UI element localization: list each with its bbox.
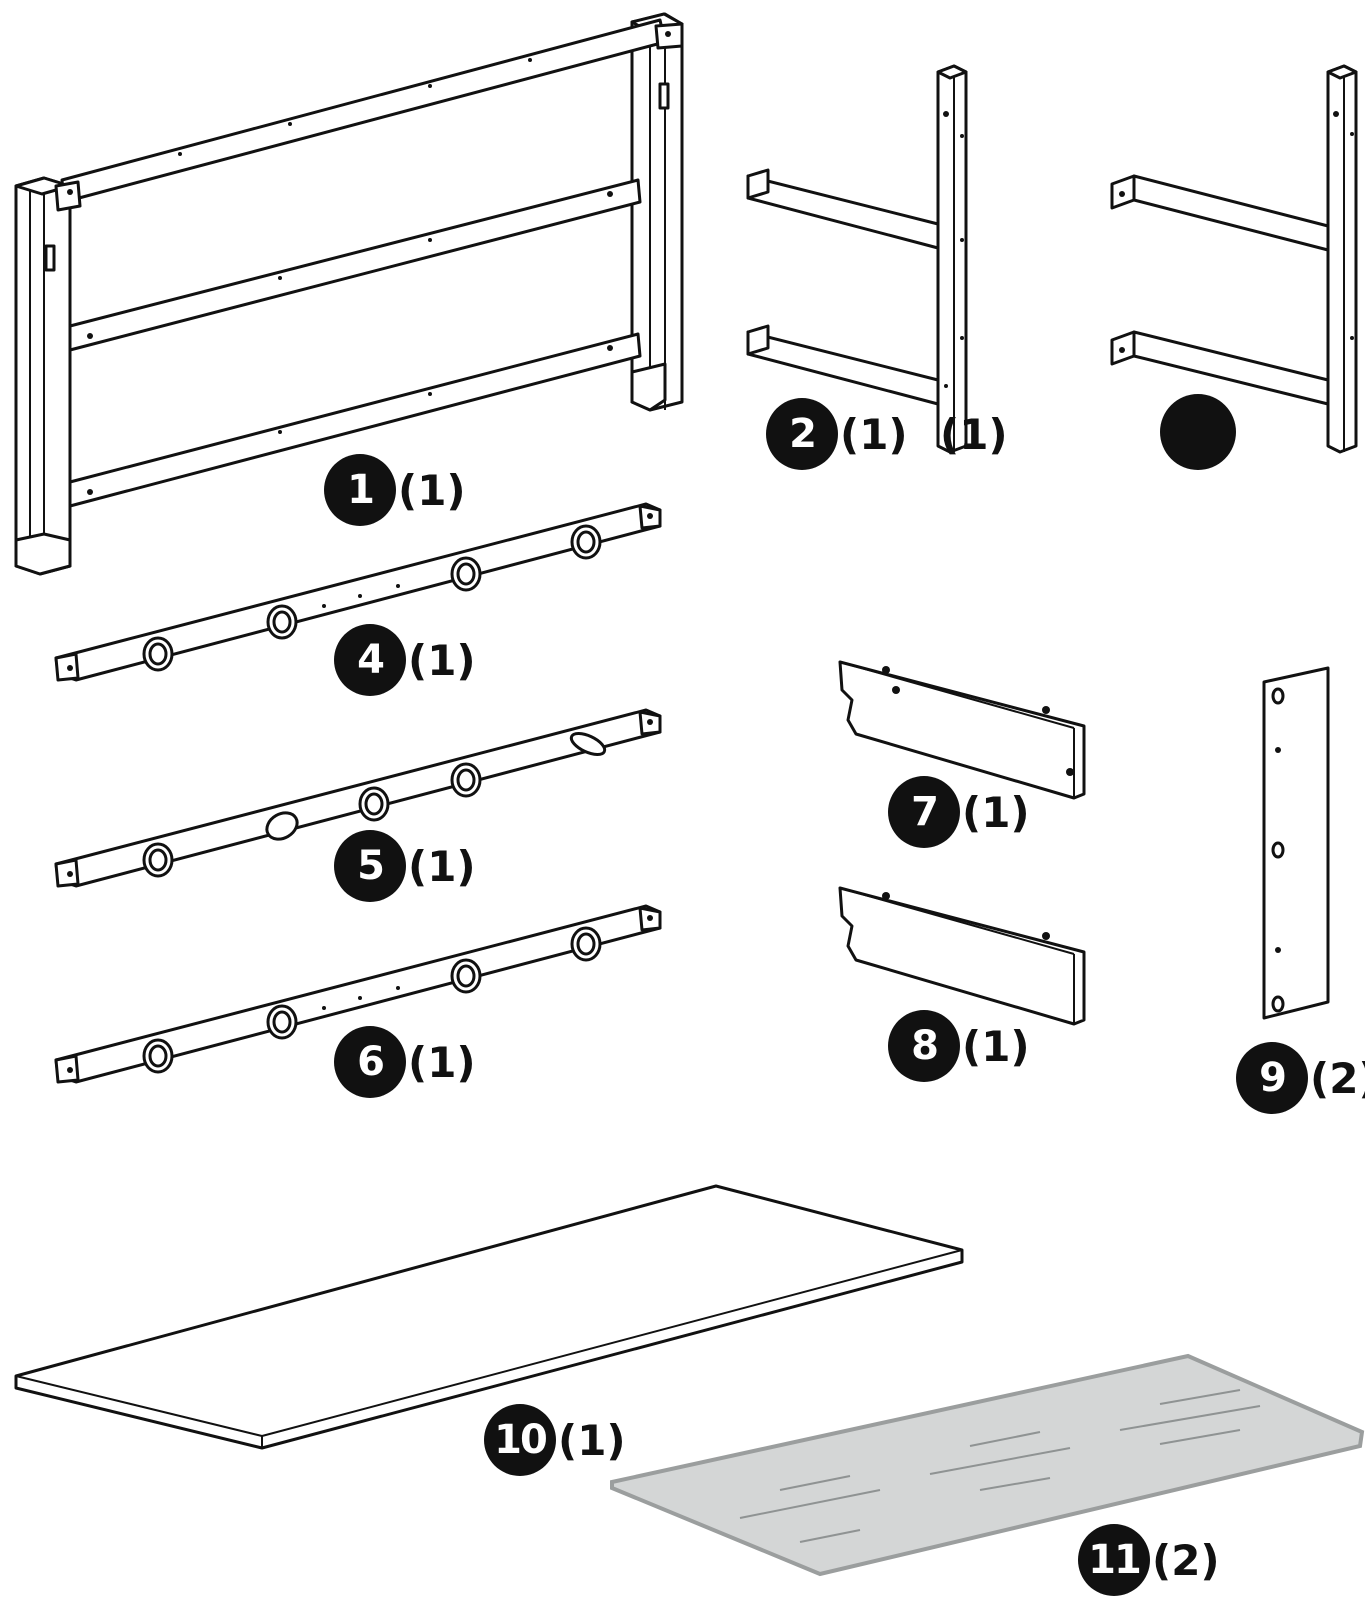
part-number-badge: 4 (334, 624, 406, 696)
part-quantity: (1) (408, 1037, 476, 1087)
part-number-badge: 9 (1236, 1042, 1308, 1114)
part-number-badge: 8 (888, 1010, 960, 1082)
part-number-badge: 5 (334, 830, 406, 902)
part-3-number-badge (1160, 394, 1236, 470)
part-quantity: (1) (558, 1415, 626, 1465)
part-1-frame-drawing (14, 12, 684, 576)
part-7-panel-drawing (838, 660, 1086, 800)
part-number-badge: 10 (484, 1404, 556, 1476)
part-4-label: 4 (1) (334, 624, 476, 696)
part-10-tabletop-drawing (14, 1184, 964, 1450)
part-3-label-fragment: (1) (940, 410, 1008, 459)
part-11-label: 11 (2) (1078, 1524, 1220, 1596)
part-9-plate-drawing (1262, 666, 1330, 1020)
part-1-label: 1 (1) (324, 454, 466, 526)
part-2-side-bracket-drawing (746, 64, 968, 454)
part-number-badge: 2 (766, 398, 838, 470)
part-10-label: 10 (1) (484, 1404, 626, 1476)
part-11-glass-drawing (610, 1353, 1365, 1577)
part-quantity: (1) (408, 635, 476, 685)
part-number-badge: 6 (334, 1026, 406, 1098)
part-5-rail-drawing (54, 708, 662, 888)
part-6-label: 6 (1) (334, 1026, 476, 1098)
part-9-label: 9 (2) (1236, 1042, 1365, 1114)
part-8-label: 8 (1) (888, 1010, 1030, 1082)
part-quantity: (1) (940, 410, 1008, 459)
part-5-label: 5 (1) (334, 830, 476, 902)
part-number-badge: 7 (888, 776, 960, 848)
part-3-side-bracket-drawing (1110, 64, 1358, 454)
part-quantity: (2) (1152, 1535, 1220, 1585)
part-quantity: (1) (962, 787, 1030, 837)
part-8-panel-drawing (838, 886, 1086, 1026)
part-6-rail-drawing (54, 904, 662, 1084)
part-quantity: (2) (1310, 1053, 1365, 1103)
part-2-label: 2 (1) (766, 398, 908, 470)
part-number-badge: 11 (1078, 1524, 1150, 1596)
part-quantity: (1) (840, 409, 908, 459)
part-quantity: (1) (398, 465, 466, 515)
part-4-rail-drawing (54, 502, 662, 682)
part-quantity: (1) (962, 1021, 1030, 1071)
part-number-badge: 1 (324, 454, 396, 526)
part-quantity: (1) (408, 841, 476, 891)
part-7-label: 7 (1) (888, 776, 1030, 848)
